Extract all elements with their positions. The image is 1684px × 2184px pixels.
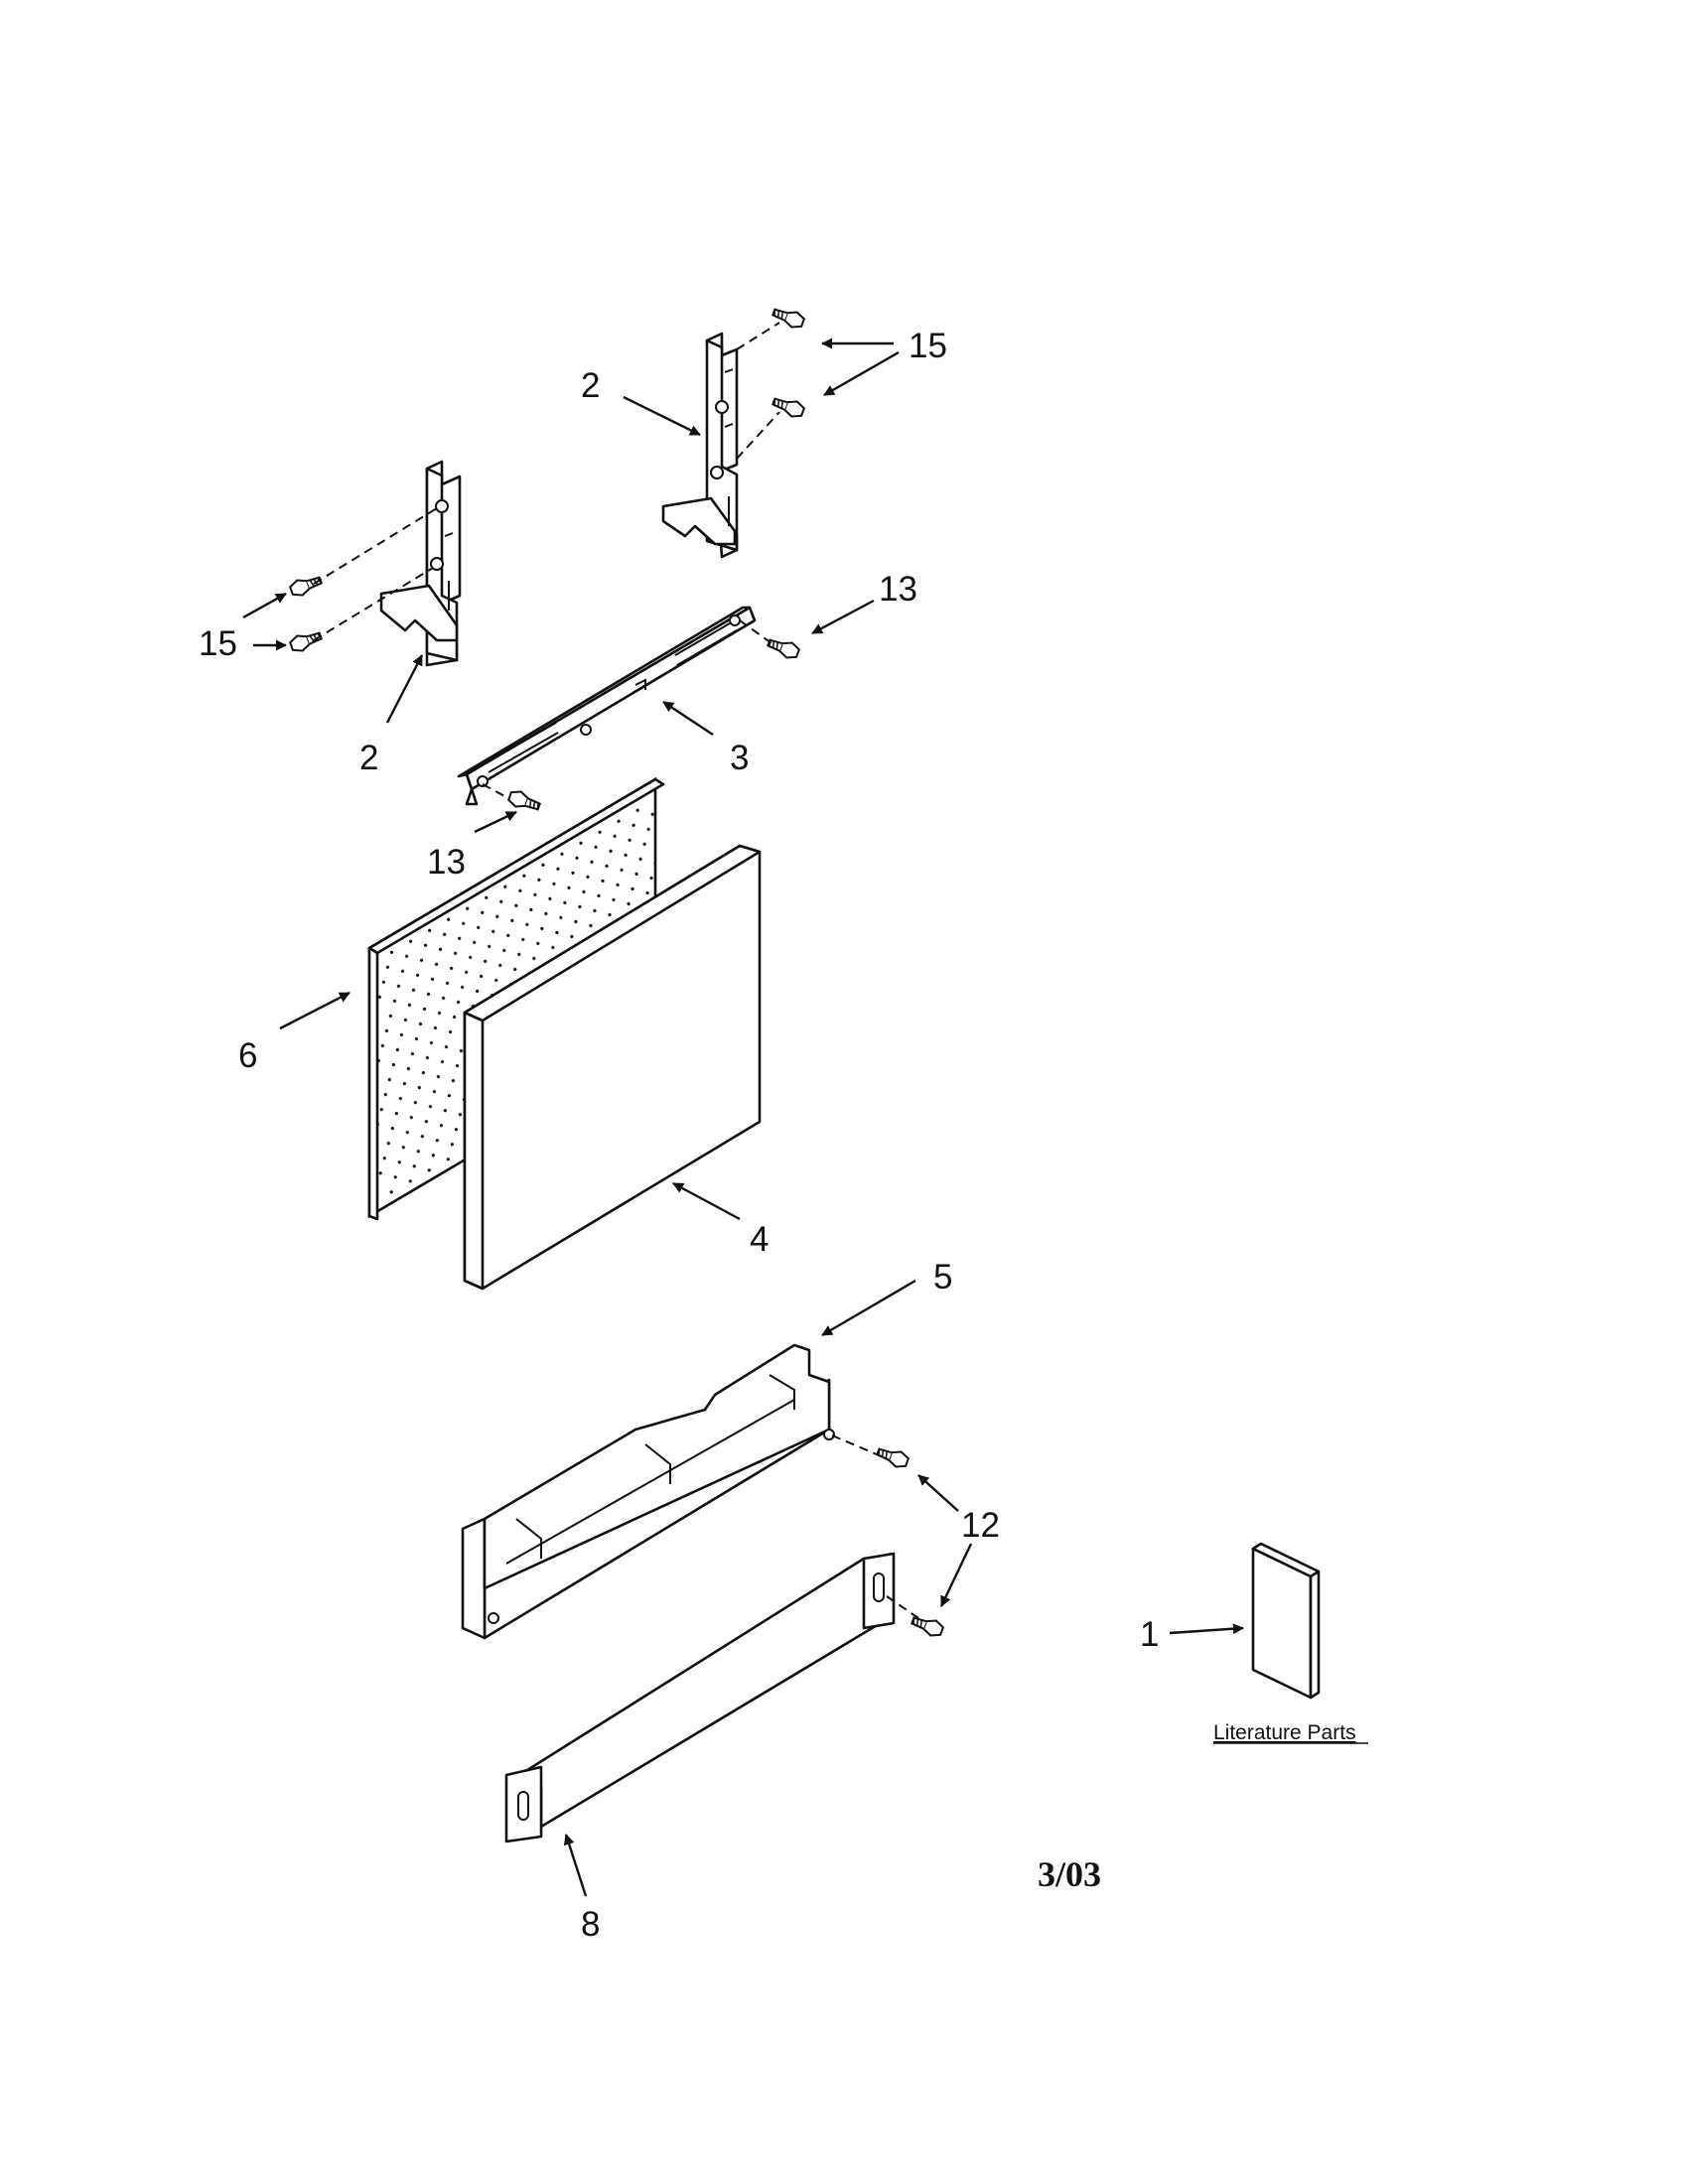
callout-15-top: 15 — [909, 327, 947, 365]
callout-8: 8 — [581, 1905, 600, 1944]
door-panel — [463, 844, 762, 1291]
toe-plate — [504, 1552, 896, 1843]
kick-panel-bracket — [461, 1343, 835, 1640]
date-code: 3/03 — [1038, 1854, 1101, 1894]
callout-13-left: 13 — [427, 843, 466, 882]
callout-3: 3 — [730, 739, 749, 777]
screw-rail-left — [505, 787, 543, 816]
callout-2-left: 2 — [359, 739, 378, 777]
callout-2-top: 2 — [581, 366, 600, 405]
screw-top-2 — [770, 392, 807, 421]
screw-left-1 — [287, 571, 325, 600]
literature-parts-label: Literature Parts — [1213, 1721, 1356, 1744]
callout-12: 12 — [961, 1506, 1000, 1545]
screw-top-1 — [770, 303, 807, 332]
screw-kick-1 — [874, 1442, 912, 1471]
leader-arrows — [242, 338, 1244, 1897]
screw-left-2 — [287, 626, 325, 655]
callout-6: 6 — [238, 1036, 257, 1075]
callout-1: 1 — [1140, 1615, 1159, 1654]
assembly-lines — [313, 322, 919, 1619]
literature-booklet — [1251, 1542, 1321, 1700]
mounting-rail — [457, 606, 757, 806]
callout-4: 4 — [750, 1220, 769, 1259]
hinge-bracket-left — [379, 460, 462, 667]
callout-5: 5 — [933, 1258, 952, 1297]
callout-13-right: 13 — [879, 570, 917, 609]
screw-rail-right — [765, 633, 802, 662]
callout-15-left: 15 — [199, 624, 237, 663]
hinge-bracket-top — [661, 332, 739, 559]
